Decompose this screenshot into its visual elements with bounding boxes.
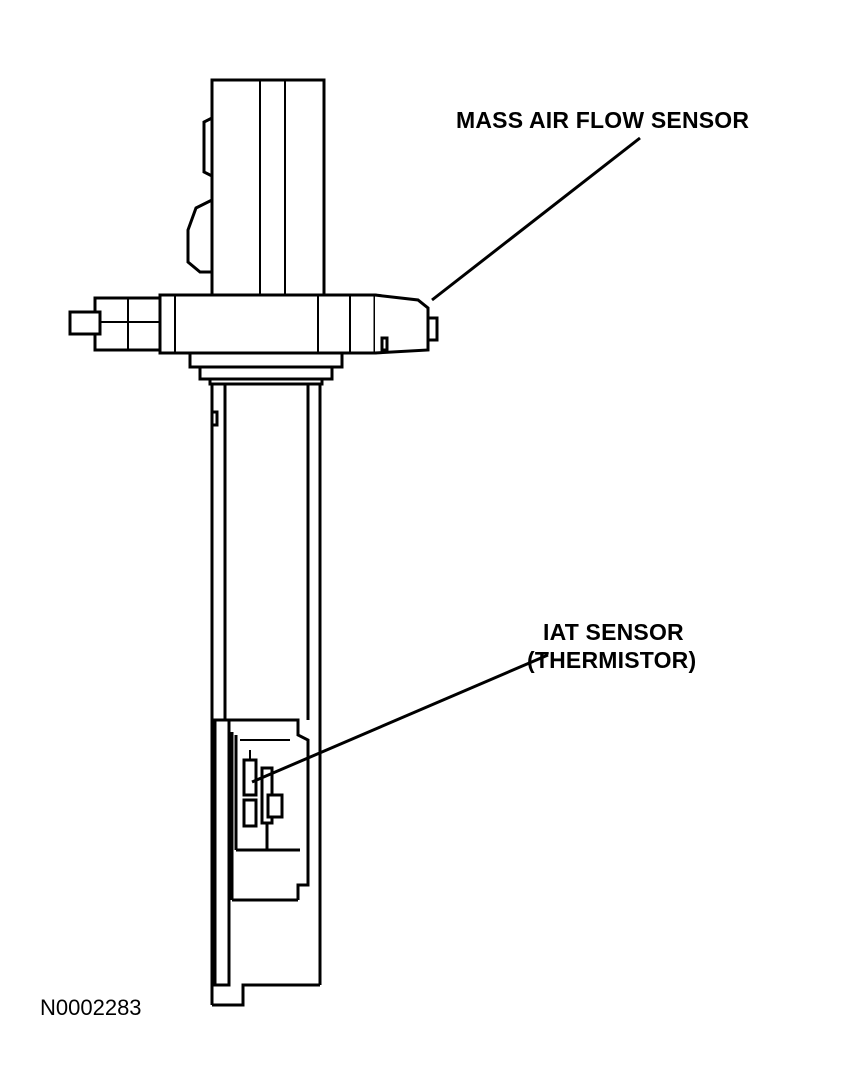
figure-id: N0002283 bbox=[40, 995, 142, 1020]
sensor-collar bbox=[188, 351, 344, 386]
mounting-flange bbox=[68, 293, 439, 355]
sensor-probe bbox=[210, 384, 322, 1007]
iat-leader-line bbox=[251, 653, 549, 784]
thermistor-window bbox=[213, 718, 310, 987]
iat-sensor-label-thermistor: (THERMISTOR) bbox=[527, 647, 696, 673]
maf-leader-line bbox=[431, 136, 641, 302]
maf-sensor-label: MASS AIR FLOW SENSOR bbox=[456, 107, 749, 133]
leader-lines bbox=[251, 136, 641, 784]
iat-sensor-label: IAT SENSOR bbox=[543, 619, 684, 645]
sensor-upper-housing bbox=[186, 78, 326, 297]
